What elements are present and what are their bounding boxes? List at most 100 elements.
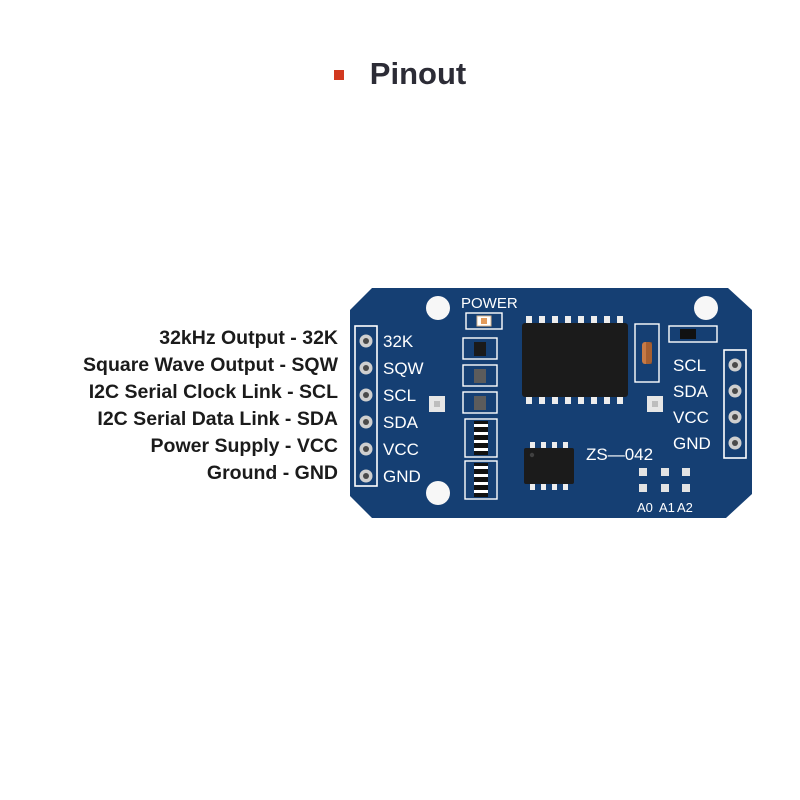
main-chip-legs — [526, 316, 623, 404]
eeprom-chip-legs — [530, 442, 568, 490]
right-header-pins — [728, 358, 742, 450]
eeprom-chip-leg — [563, 442, 568, 450]
main-chip-leg — [552, 316, 558, 325]
address-jumper-pad — [639, 468, 647, 476]
left-pin-label-scl: SCL — [383, 386, 416, 405]
main-chip-leg — [604, 395, 610, 404]
smd-outline-2 — [462, 364, 498, 387]
left-header-pin-hole — [363, 446, 369, 452]
smd-component-3 — [474, 396, 486, 410]
main-chip-leg — [591, 316, 597, 325]
address-label-a1: A1 — [659, 500, 675, 515]
main-chip-leg — [591, 395, 597, 404]
resistor-network-1 — [474, 421, 488, 455]
address-jumper-pads — [639, 468, 690, 492]
left-header-outline — [354, 325, 378, 487]
eeprom-chip-leg — [541, 442, 546, 450]
power-led-core — [481, 318, 487, 324]
crystal-outline — [634, 323, 660, 383]
right-header-pin-hole — [732, 414, 738, 420]
pin-description-gnd: Ground - GND — [206, 462, 338, 484]
mounting-hole-top-left — [426, 296, 450, 320]
right-header-outline — [723, 349, 747, 459]
pin-description-vcc: Power Supply - VCC — [150, 435, 338, 457]
pin-description-32k: 32kHz Output - 32K — [159, 327, 338, 349]
address-label-a2: A2 — [677, 500, 693, 515]
address-jumper-pad — [639, 484, 647, 492]
page-header: Pinout — [0, 52, 800, 96]
eeprom-chip-leg — [552, 442, 557, 450]
left-pin-label-sda: SDA — [383, 413, 419, 432]
pin-description-sda: I2C Serial Data Link - SDA — [97, 408, 338, 430]
resistor-stripe — [474, 448, 488, 451]
left-header-pin-hole — [363, 365, 369, 371]
resistor-network-outline-1 — [464, 418, 498, 458]
smd-component-2 — [474, 369, 486, 383]
main-chip-leg — [526, 395, 532, 404]
resistor-stripe — [474, 482, 488, 485]
eeprom-chip-leg — [552, 482, 557, 490]
eeprom-chip-leg — [530, 482, 535, 490]
resistor-stripe — [474, 424, 488, 427]
address-jumper-pad — [682, 468, 690, 476]
smd-component-4 — [680, 329, 696, 339]
test-pad-right-inner — [652, 401, 658, 407]
main-chip-leg — [552, 395, 558, 404]
power-led-frame — [465, 312, 503, 330]
resistor-network-stripes — [474, 424, 488, 493]
board-graphic: 32K SQW SCL SDA VCC GND SCL SDA VCC GND … — [350, 288, 752, 518]
mounting-hole-bottom-left — [426, 481, 450, 505]
resistor-stripe — [474, 432, 488, 435]
bullet-icon — [333, 70, 344, 80]
main-chip-leg — [539, 395, 545, 404]
resistor-stripe — [474, 490, 488, 493]
right-pin-label-gnd: GND — [673, 434, 711, 453]
left-pin-label-gnd: GND — [383, 467, 421, 486]
resistor-stripe — [474, 440, 488, 443]
left-header-pins — [359, 334, 373, 483]
pin-description-sqw: Square Wave Output - SQW — [83, 354, 338, 376]
main-chip-leg — [565, 316, 571, 325]
eeprom-chip-leg — [541, 482, 546, 490]
left-header-pin-hole — [363, 392, 369, 398]
main-chip-leg — [617, 395, 623, 404]
right-pin-label-vcc: VCC — [673, 408, 709, 427]
right-pin-labels: SCL SDA VCC GND — [673, 356, 711, 453]
resistor-stripe — [474, 474, 488, 477]
left-pin-label-sqw: SQW — [383, 359, 424, 378]
right-header-pin-hole — [732, 362, 738, 368]
left-pin-label-vcc: VCC — [383, 440, 419, 459]
left-pin-label-32k: 32K — [383, 332, 414, 351]
main-chip — [522, 323, 628, 397]
crystal-shadow — [646, 342, 652, 364]
smd-outline-1 — [462, 337, 498, 360]
main-chip-leg — [604, 316, 610, 325]
page-title: Pinout — [369, 56, 467, 91]
smd-outline-3 — [462, 391, 498, 414]
pin-description-scl: I2C Serial Clock Link - SCL — [88, 381, 338, 403]
model-label: ZS—042 — [586, 445, 653, 464]
left-pin-labels: 32K SQW SCL SDA VCC GND — [383, 332, 424, 486]
main-chip-leg — [578, 316, 584, 325]
right-pin-label-sda: SDA — [673, 382, 709, 401]
left-header-pin-hole — [363, 473, 369, 479]
main-chip-leg — [539, 316, 545, 325]
resistor-stripe — [474, 466, 488, 469]
left-header-pin-hole — [363, 419, 369, 425]
pin-description-list: 32kHz Output - 32K Square Wave Output - … — [83, 325, 338, 487]
address-jumper-pad — [661, 484, 669, 492]
main-chip-leg — [565, 395, 571, 404]
eeprom-pin1-dot — [529, 452, 535, 458]
eeprom-chip — [524, 448, 574, 484]
right-header-pin-hole — [732, 440, 738, 446]
power-label: POWER — [461, 295, 518, 312]
smd-outline-4 — [668, 325, 718, 343]
mounting-hole-top-right — [694, 296, 718, 320]
resistor-network-outline-2 — [464, 460, 498, 500]
address-label-a0: A0 — [637, 500, 653, 515]
resistor-network-2 — [474, 463, 488, 497]
rtc-module-board: 32K SQW SCL SDA VCC GND SCL SDA VCC GND … — [350, 288, 760, 533]
eeprom-chip-leg — [563, 482, 568, 490]
left-header-pin-hole — [363, 338, 369, 344]
right-header-pin-hole — [732, 388, 738, 394]
